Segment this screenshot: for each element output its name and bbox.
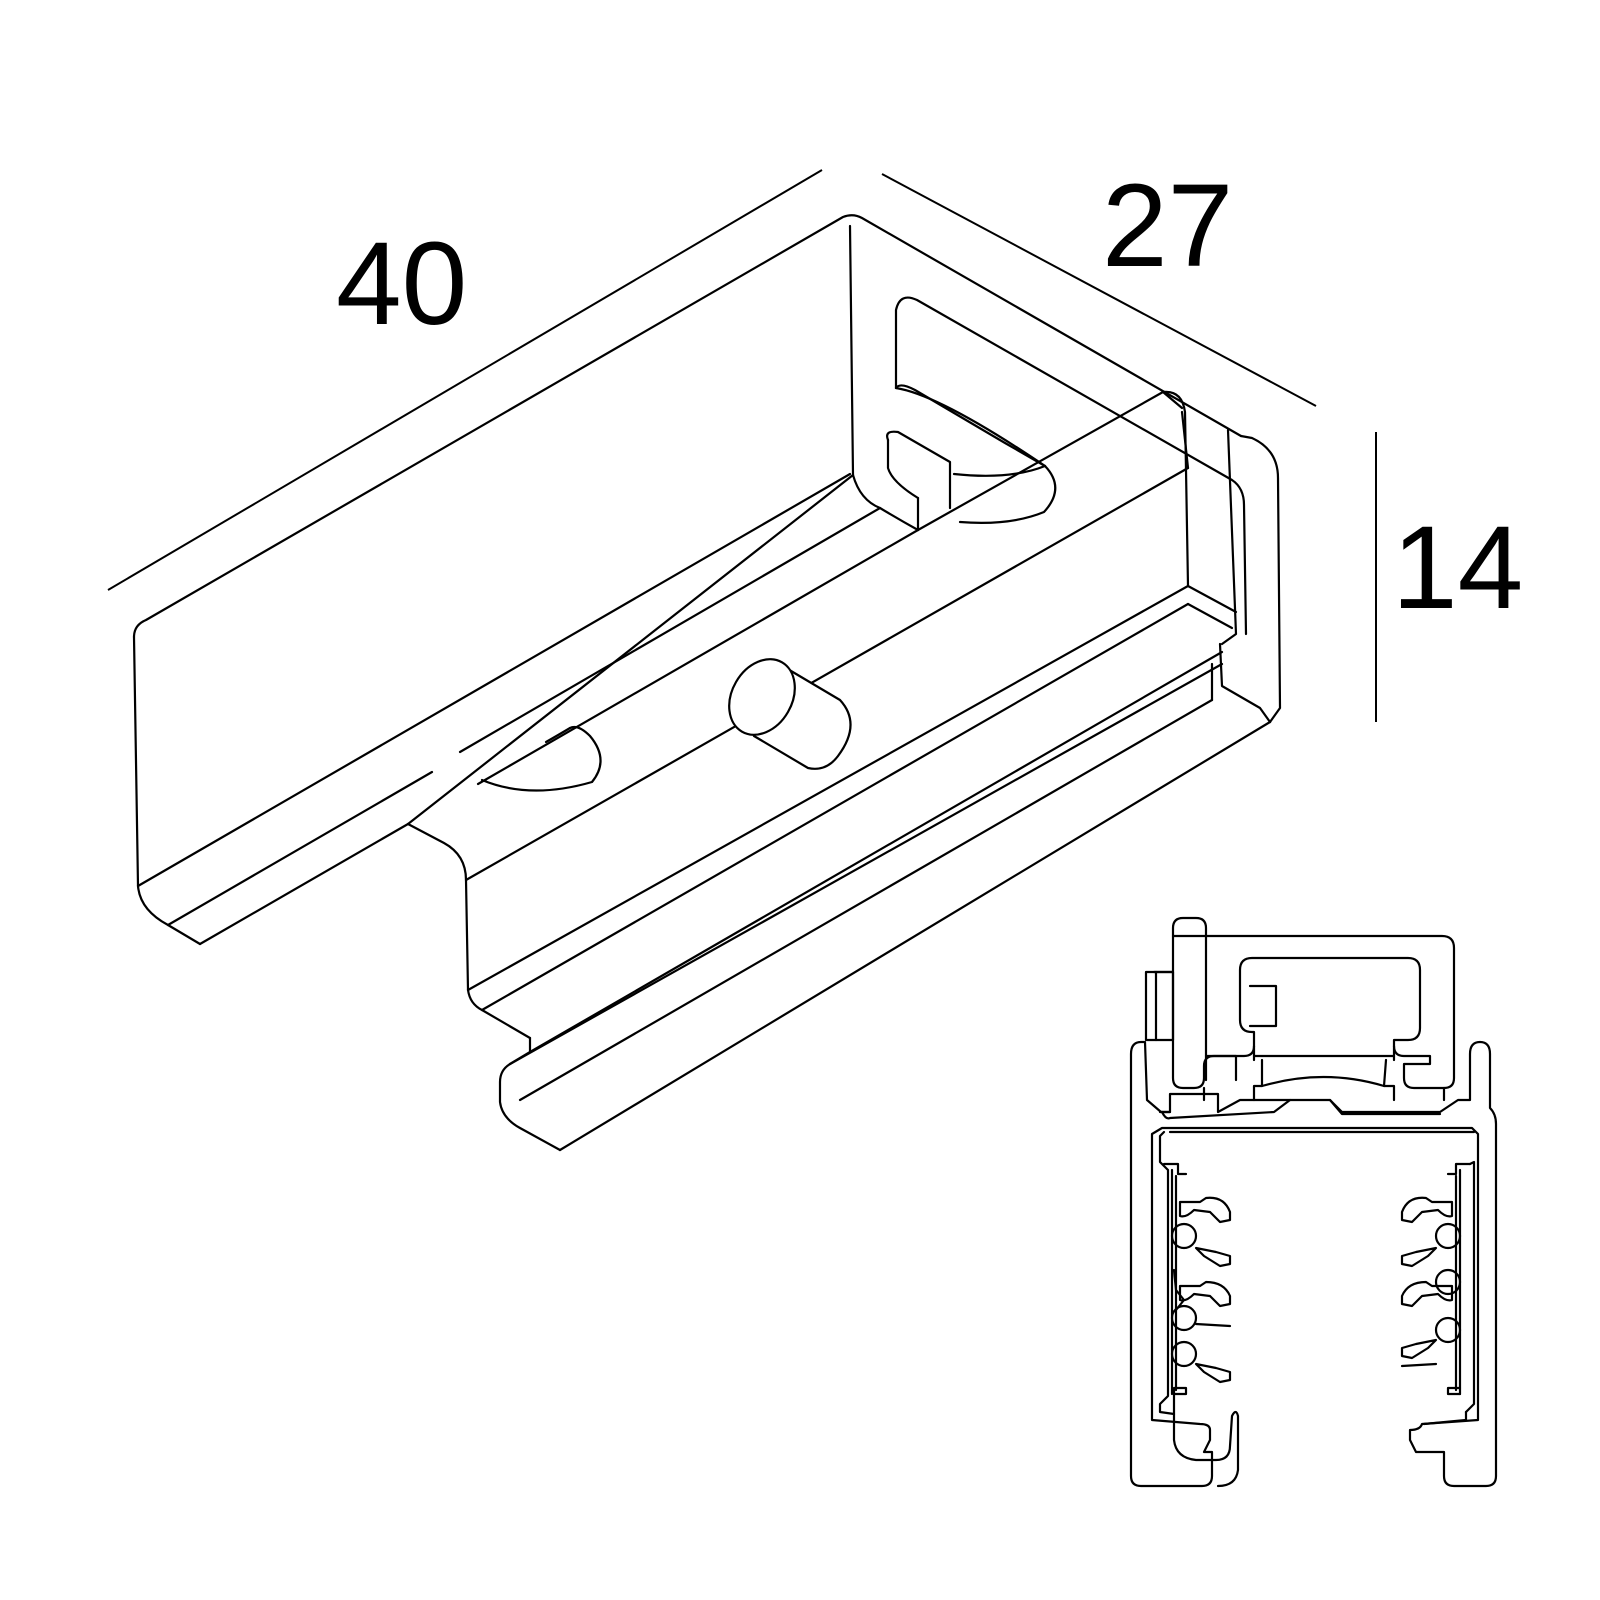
right-contacts — [1400, 1196, 1462, 1368]
dimension-label-depth: 27 — [1102, 160, 1233, 292]
left-contacts — [1170, 1196, 1232, 1384]
dimension-line-length — [107, 169, 823, 591]
dimension-label-height: 14 — [1392, 502, 1523, 634]
cylinder-pin — [728, 658, 852, 770]
dimension-lines — [107, 169, 1377, 722]
cross-section-view — [1129, 916, 1498, 1488]
dimension-label-length: 40 — [336, 218, 467, 350]
dimension-line-depth — [881, 173, 1317, 407]
adapter-head — [1144, 916, 1456, 1102]
isometric-connector-view — [132, 214, 1282, 1152]
